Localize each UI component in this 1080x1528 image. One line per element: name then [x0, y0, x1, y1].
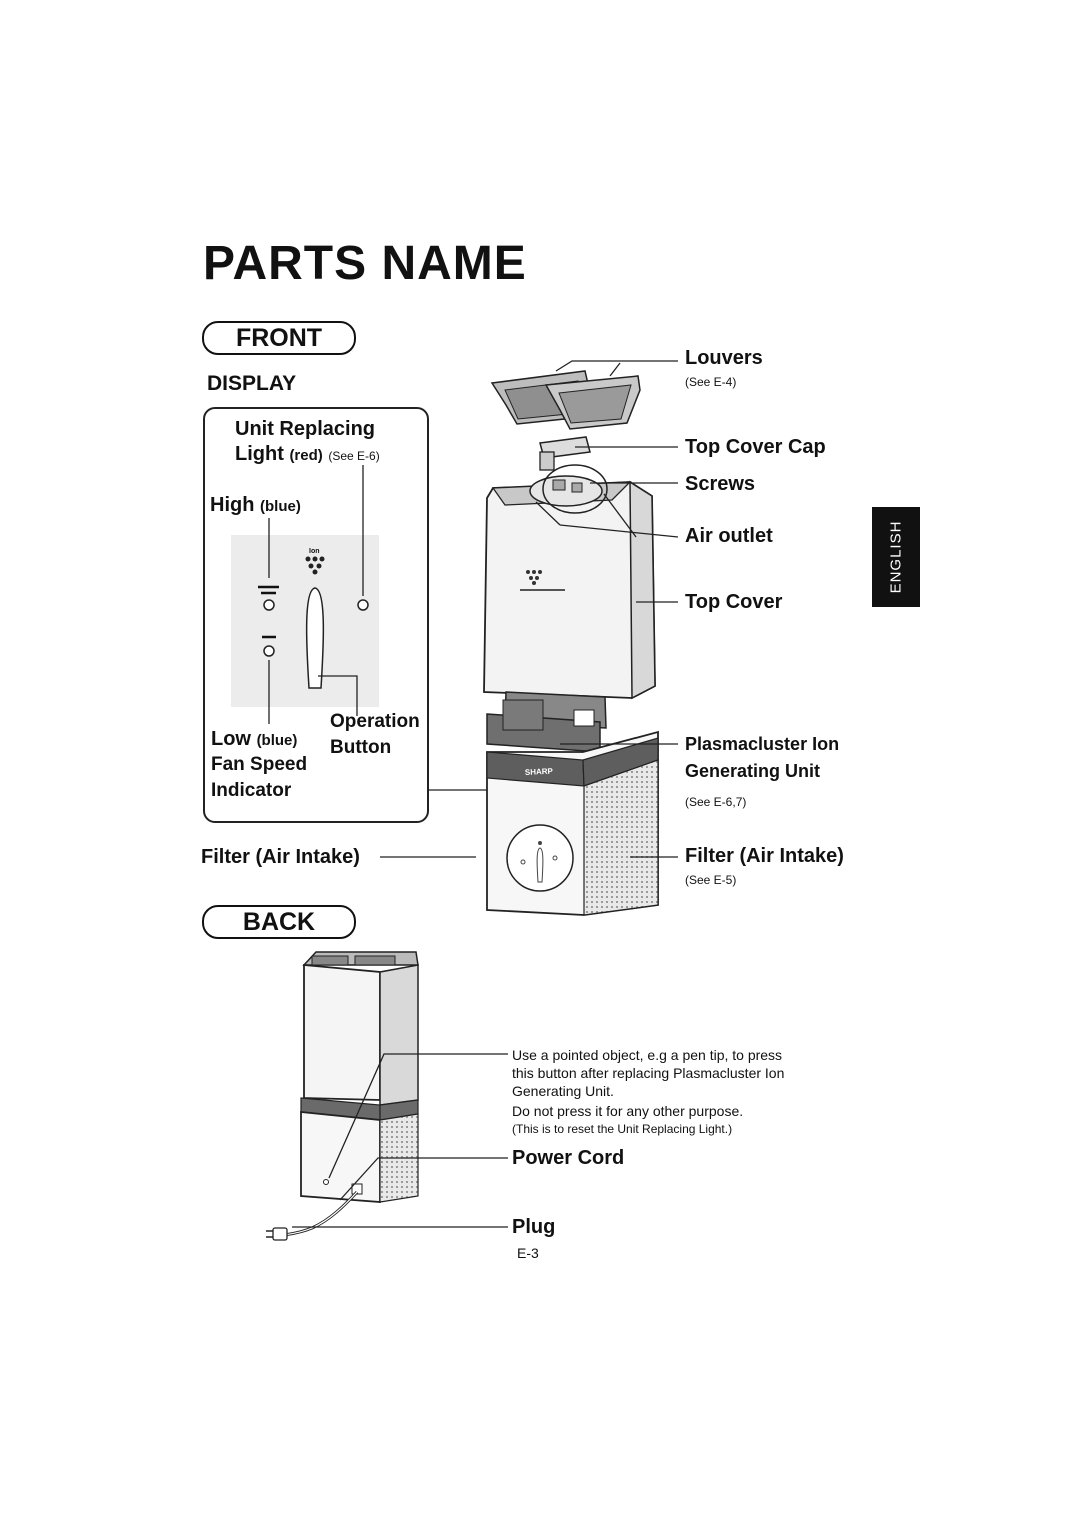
high-label: High (blue): [210, 494, 301, 516]
low-word: Low: [211, 728, 251, 750]
ion-mark-label: Ion: [309, 548, 320, 555]
reset-note-line-5: (This is to reset the Unit Replacing Lig…: [512, 1122, 733, 1136]
air-outlet-icon: [529, 475, 603, 507]
low-indicator-light: [263, 645, 275, 657]
plasmacluster-unit-icon: [486, 691, 607, 753]
high-word: High: [210, 494, 255, 516]
display-heading: DISPLAY: [207, 372, 297, 395]
page-number: E-3: [517, 1245, 539, 1261]
unit-replacing-label-2: Light (red) (See E-6): [235, 443, 380, 465]
ion-logo-icon: [305, 556, 325, 575]
display-panel: [231, 465, 379, 724]
language-tab: ENGLISH: [872, 507, 920, 607]
filter-air-intake-right-see: (See E-5): [685, 873, 737, 887]
unit-replacing-color: (red): [289, 447, 323, 464]
high-indicator-light: [263, 599, 275, 611]
page-title: PARTS NAME: [203, 237, 527, 290]
unit-replacing-label-1: Unit Replacing: [235, 418, 376, 440]
fan-speed-label-2: Indicator: [211, 780, 292, 801]
operation-label-2: Button: [330, 737, 392, 758]
filter-air-intake-grille: [583, 759, 659, 916]
front-unit-illustration: SHARP: [483, 370, 659, 916]
reset-note-line-1: Use a pointed object, e.g a pen tip, to …: [512, 1047, 783, 1063]
unit-replacing-light: [357, 599, 369, 611]
power-cord-label: Power Cord: [512, 1147, 625, 1169]
plasmacluster-label-1: Plasmacluster Ion: [685, 734, 840, 754]
back-top-cover: [303, 964, 381, 1101]
display-panel-face: [231, 535, 379, 707]
louvers-label: Louvers: [685, 347, 763, 369]
unit-replacing-see: (See E-6): [328, 449, 380, 463]
low-label: Low (blue): [211, 728, 297, 750]
operation-label-1: Operation: [330, 711, 420, 732]
filter-air-intake-right-label: Filter (Air Intake): [685, 845, 844, 867]
reset-note-line-4: Do not press it for any other purpose.: [512, 1103, 744, 1119]
plasmacluster-see: (See E-6,7): [685, 795, 747, 809]
top-cover-body: [483, 481, 656, 699]
brand-mark: SHARP: [525, 767, 554, 777]
reset-button-icon: [323, 1179, 329, 1185]
reset-note-line-3: Generating Unit.: [512, 1083, 614, 1099]
air-outlet-label: Air outlet: [685, 525, 773, 547]
fan-speed-label-1: Fan Speed: [211, 754, 308, 775]
reset-note-line-2: this button after replacing Plasmacluste…: [512, 1065, 785, 1081]
back-section-label: BACK: [202, 905, 356, 939]
plasmacluster-label-2: Generating Unit: [685, 761, 821, 781]
plug-icon: [266, 1227, 288, 1241]
louvers-icon: [490, 370, 641, 430]
plug-label: Plug: [512, 1216, 556, 1238]
top-cover-cap-label: Top Cover Cap: [685, 436, 826, 458]
back-unit-illustration: [266, 951, 508, 1241]
low-color: (blue): [256, 732, 298, 749]
top-cover-cap-icon: [539, 436, 591, 471]
front-section-label: FRONT: [202, 321, 356, 355]
operation-button: [305, 587, 325, 689]
unit-replacing-light-word: Light: [235, 443, 284, 465]
filter-air-intake-left-label: Filter (Air Intake): [201, 846, 360, 868]
screws-label: Screws: [685, 473, 756, 495]
top-cover-label: Top Cover: [685, 591, 783, 613]
ion-logo-front-icon: [520, 570, 565, 591]
louvers-see: (See E-4): [685, 375, 737, 389]
high-color: (blue): [260, 498, 301, 515]
display-box: [203, 407, 429, 823]
